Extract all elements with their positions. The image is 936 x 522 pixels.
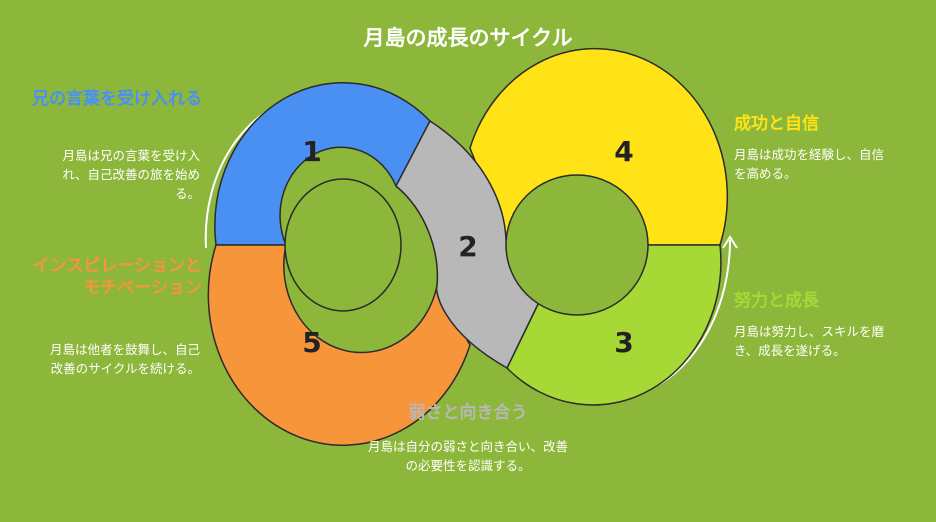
step-3-heading: 努力と成長	[734, 291, 819, 311]
segment-number-3: 3	[614, 326, 633, 359]
step-1-heading: 兄の言葉を受け入れる	[32, 89, 202, 109]
segment-5	[207, 244, 471, 446]
step-5-description: 月島は他者を鼓舞し、自己改善のサイクルを続ける。	[49, 342, 200, 376]
step-2-description: 月島は自分の弱さと向き合い、改善の必要性を認識する。	[368, 439, 569, 473]
segment-number-4: 4	[614, 135, 633, 168]
segment-number-5: 5	[302, 326, 321, 359]
segment-number-1: 1	[302, 135, 321, 168]
step-3-description: 月島は努力し、スキルを磨き、成長を遂げる。	[734, 324, 885, 358]
right-arrow-head	[722, 235, 738, 249]
segment-number-2: 2	[458, 230, 477, 263]
diagram-title: 月島の成長のサイクル	[363, 26, 573, 50]
segment-2	[395, 119, 541, 370]
left-ring-hole	[284, 178, 402, 312]
step-4-heading: 成功と自信	[734, 114, 819, 134]
right-ring-hole	[505, 174, 649, 316]
step-4-description: 月島は成功を経験し、自信を高める。	[734, 147, 885, 181]
step-2-heading: 弱さと向き合う	[408, 403, 528, 423]
step-5-heading: インスピレーションとモチベーション	[32, 256, 202, 298]
step-1-description: 月島は兄の言葉を受け入れ、自己改善の旅を始める。	[62, 148, 200, 201]
